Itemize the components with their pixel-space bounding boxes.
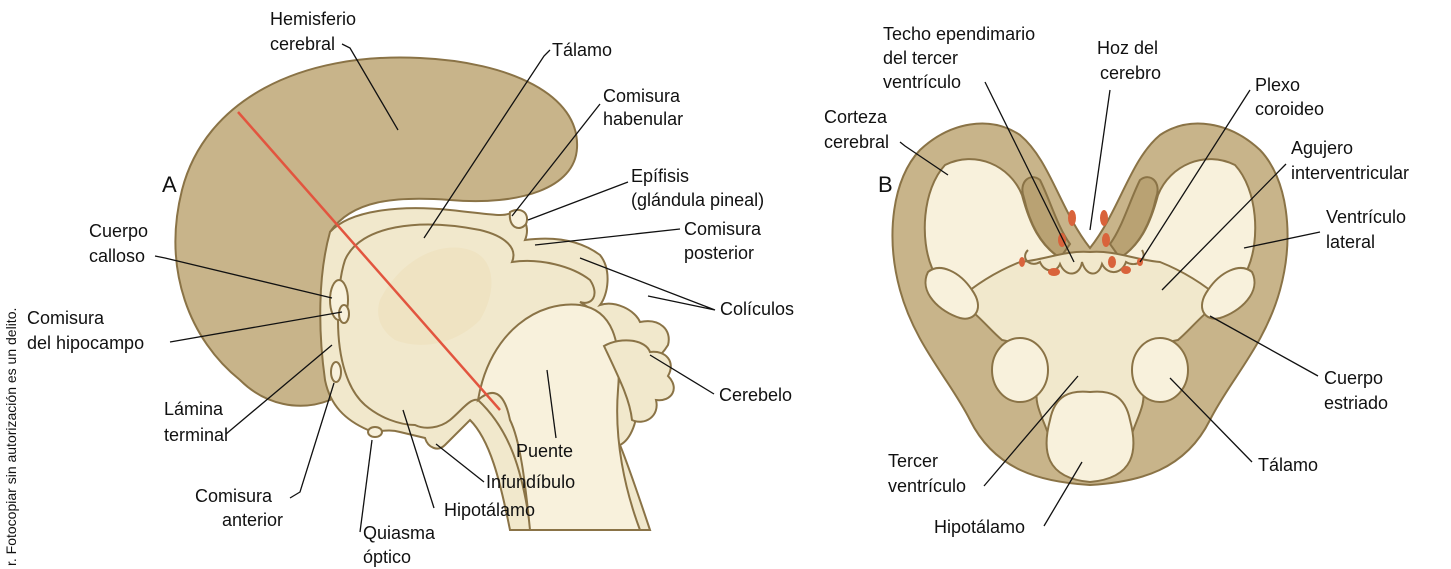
label-cerebelo: Cerebelo xyxy=(719,385,792,405)
label-tercer-ventriculo-2: ventrículo xyxy=(888,476,966,496)
label-comisura-hipocampo-2: del hipocampo xyxy=(27,333,144,353)
choroid-plexus-blob xyxy=(1108,256,1116,268)
label-agujero-1: Agujero xyxy=(1291,138,1353,158)
label-cuerpo-estriado-2: estriado xyxy=(1324,393,1388,413)
label-cuerpo-calloso-2: calloso xyxy=(89,246,145,266)
label-agujero-2: interventricular xyxy=(1291,163,1409,183)
panel-b-letter: B xyxy=(878,172,893,197)
panel-a-letter: A xyxy=(162,172,177,197)
hypothalamus-cavity xyxy=(1047,392,1134,482)
label-ventriculo-lateral-2: lateral xyxy=(1326,232,1375,252)
right-thalamus xyxy=(1132,338,1188,402)
label-epifisis-1: Epífisis xyxy=(631,166,689,186)
label-ventriculo-lateral-1: Ventrículo xyxy=(1326,207,1406,227)
label-infundibulo: Infundíbulo xyxy=(486,472,575,492)
left-thalamus xyxy=(992,338,1048,402)
choroid-plexus-blob xyxy=(1068,210,1076,226)
copyright-side-note: r. Fotocopiar sin autorización es un del… xyxy=(3,308,19,566)
label-coliculos: Colículos xyxy=(720,299,794,319)
choroid-plexus-blob xyxy=(1048,268,1060,276)
label-techo-3: ventrículo xyxy=(883,72,961,92)
label-quiasma-1: Quiasma xyxy=(363,523,436,543)
label-cuerpo-calloso-1: Cuerpo xyxy=(89,221,148,241)
hippocampal-commissure-shape xyxy=(339,305,349,323)
choroid-plexus-blob xyxy=(1058,233,1066,247)
label-lamina-2: terminal xyxy=(164,425,228,445)
leader-quiasma xyxy=(360,440,372,532)
choroid-plexus-blob xyxy=(1102,233,1110,247)
label-comisura-hipocampo-1: Comisura xyxy=(27,308,105,328)
leader-comisura-posterior xyxy=(535,229,680,245)
label-hoz-2: cerebro xyxy=(1100,63,1161,83)
anterior-commissure-shape xyxy=(331,362,341,382)
label-lamina-1: Lámina xyxy=(164,399,224,419)
choroid-plexus-blob xyxy=(1019,257,1025,267)
label-plexo-1: Plexo xyxy=(1255,75,1300,95)
label-hoz-1: Hoz del xyxy=(1097,38,1158,58)
choroid-plexus-blob xyxy=(1121,266,1131,274)
label-talamo-b: Tálamo xyxy=(1258,455,1318,475)
label-comisura-posterior-1: Comisura xyxy=(684,219,762,239)
label-quiasma-2: óptico xyxy=(363,547,411,567)
label-comisura-habenular-2: habenular xyxy=(603,109,683,129)
label-hemisferio-2: cerebral xyxy=(270,34,335,54)
panel-b-coronal-view: B Techo ependimario del tercer ventrícul… xyxy=(824,24,1409,537)
label-corteza-2: cerebral xyxy=(824,132,889,152)
label-talamo-a: Tálamo xyxy=(552,40,612,60)
label-hipotalamo-a: Hipotálamo xyxy=(444,500,535,520)
label-comisura-habenular-1: Comisura xyxy=(603,86,681,106)
label-techo-2: del tercer xyxy=(883,48,958,68)
label-hemisferio-1: Hemisferio xyxy=(270,9,356,29)
optic-chiasm-shape xyxy=(368,427,382,437)
pineal-shape xyxy=(510,210,527,228)
label-tercer-ventriculo-1: Tercer xyxy=(888,451,938,471)
label-comisura-posterior-2: posterior xyxy=(684,243,754,263)
choroid-plexus-blob xyxy=(1100,210,1108,226)
label-hipotalamo-b: Hipotálamo xyxy=(934,517,1025,537)
label-puente: Puente xyxy=(516,441,573,461)
panel-a-sagittal-view: A Hemisferio cerebral Tálamo Comisura ha… xyxy=(27,9,794,567)
label-comisura-anterior-1: Comisura xyxy=(195,486,273,506)
leader-hoz xyxy=(1090,90,1110,230)
label-techo-1: Techo ependimario xyxy=(883,24,1035,44)
leader-infundibulo xyxy=(436,444,484,482)
label-epifisis-2: (glándula pineal) xyxy=(631,190,764,210)
label-plexo-2: coroideo xyxy=(1255,99,1324,119)
label-corteza-1: Corteza xyxy=(824,107,888,127)
label-cuerpo-estriado-1: Cuerpo xyxy=(1324,368,1383,388)
label-comisura-anterior-2: anterior xyxy=(222,510,283,530)
